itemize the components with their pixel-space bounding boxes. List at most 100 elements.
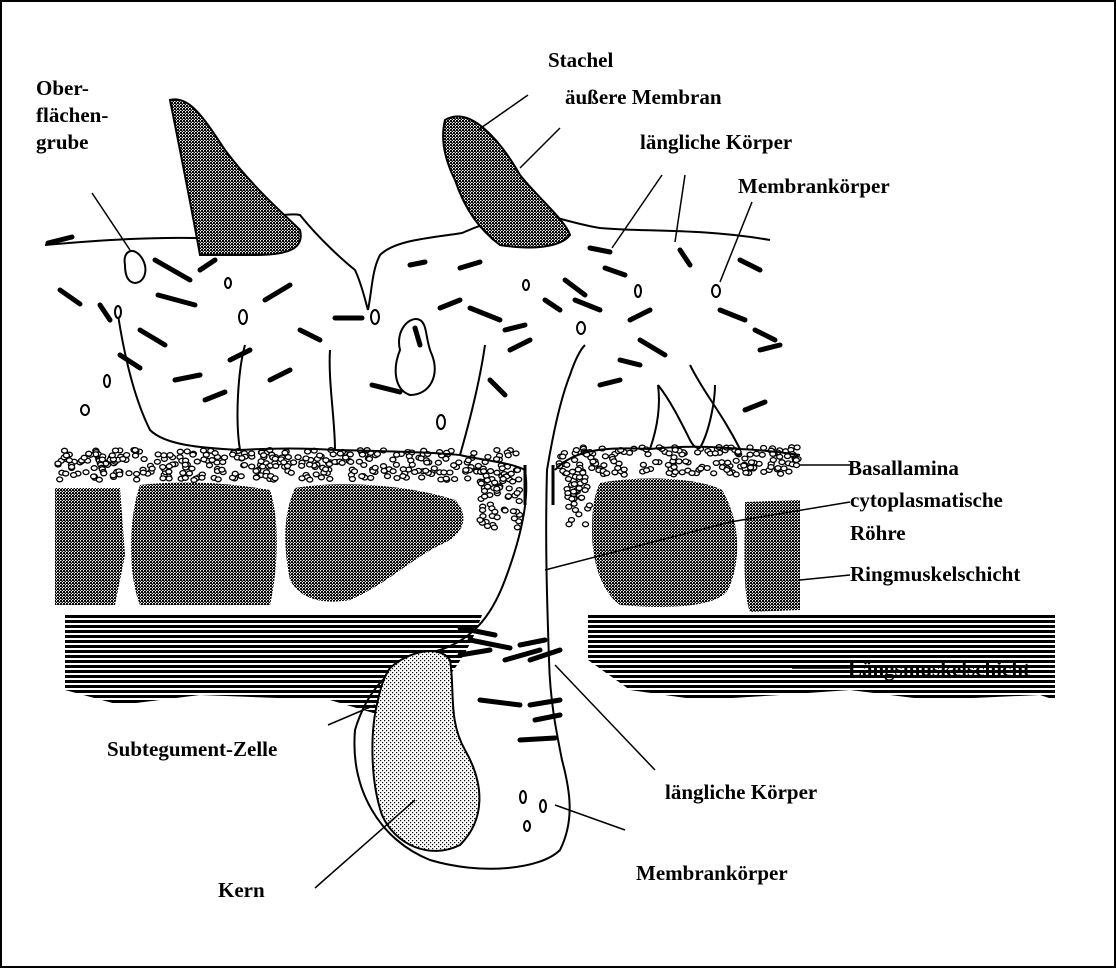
granule: [443, 456, 449, 461]
granule: [571, 482, 577, 487]
granule: [665, 463, 671, 468]
granule: [724, 468, 730, 473]
laengliche-koerper-rod: [158, 295, 195, 305]
granule: [99, 457, 105, 462]
granule: [443, 476, 449, 481]
granule: [323, 458, 329, 463]
granule: [577, 475, 583, 480]
laengliche-koerper-rod: [755, 330, 775, 340]
granule: [194, 459, 200, 464]
laengliche-koerper-rod: [440, 300, 460, 308]
laengliche-koerper-rod: [620, 360, 640, 365]
granule: [492, 509, 498, 514]
granule: [66, 458, 72, 463]
granule: [743, 470, 749, 475]
granule: [794, 445, 800, 450]
granule: [180, 471, 186, 476]
granule: [348, 460, 354, 465]
granule: [260, 464, 266, 469]
granule: [201, 457, 207, 462]
granule: [671, 455, 677, 460]
laengliche-koerper-rod: [740, 260, 760, 270]
granule: [704, 466, 710, 471]
granule: [741, 463, 747, 468]
granule: [506, 494, 512, 499]
granule: [167, 453, 173, 458]
granule: [494, 470, 500, 475]
granule: [713, 461, 719, 466]
laengliche-koerper-rod: [100, 305, 110, 320]
granule: [514, 525, 520, 530]
granule: [644, 468, 650, 473]
granule: [725, 460, 731, 465]
granule: [698, 466, 704, 471]
stachel-spines: [170, 99, 570, 255]
laengliche-koerper-rod: [510, 340, 530, 350]
laengliche-koerper-rod: [720, 310, 745, 320]
granule: [471, 451, 477, 456]
laengliche-koerper-rod: [600, 380, 620, 385]
granule: [177, 449, 183, 454]
granule: [418, 456, 424, 461]
laengliche-koerper-rod: [640, 340, 665, 355]
granule: [779, 460, 785, 465]
granule: [645, 452, 651, 457]
laengliche-koerper-rod: [520, 738, 555, 740]
label-membrankoerper-top: Membrankörper: [738, 174, 890, 198]
granule: [502, 508, 508, 513]
granule: [747, 452, 753, 457]
laengliche-koerper-rod: [605, 268, 625, 275]
granule: [768, 465, 774, 470]
laengliche-koerper-rod: [410, 262, 425, 265]
label-ringmuskelschicht: Ringmuskelschicht: [850, 562, 1020, 586]
granule: [510, 479, 516, 484]
granule: [564, 471, 570, 476]
granule: [273, 464, 279, 469]
granule: [307, 462, 313, 467]
laengliche-koerper-rod: [230, 350, 250, 360]
laengliche-koerper-rod: [565, 280, 585, 295]
granule: [186, 471, 192, 476]
granule: [602, 454, 608, 459]
granule: [394, 476, 400, 481]
granule: [83, 470, 89, 475]
granule: [295, 455, 301, 460]
laengliche-koerper-rod: [175, 375, 200, 380]
laengliche-koerper-rod: [270, 370, 290, 380]
granule: [220, 460, 226, 465]
granule: [359, 474, 365, 479]
granule: [485, 455, 491, 460]
granule: [154, 459, 160, 464]
granule: [368, 476, 374, 481]
laengliche-koerper-rod: [530, 700, 560, 705]
granule: [451, 463, 457, 468]
granule: [494, 448, 500, 453]
granule: [390, 457, 396, 462]
granule: [621, 467, 627, 472]
granule: [199, 475, 205, 480]
granule: [339, 461, 345, 466]
label-laengsmuskelschicht: Längsmuskelschicht: [848, 657, 1030, 681]
granule: [69, 465, 75, 470]
granule: [91, 474, 97, 479]
granule: [485, 484, 491, 489]
granule: [465, 458, 471, 463]
granule: [261, 453, 267, 458]
laengliche-koerper-rod: [630, 310, 650, 320]
laengliche-koerper-rod: [575, 300, 600, 310]
granule: [640, 462, 646, 467]
laengliche-koerper-rod: [490, 380, 505, 395]
granule: [132, 448, 138, 453]
ringmuskelschicht-layer: [55, 479, 800, 612]
granule: [140, 470, 146, 475]
granule: [109, 453, 115, 458]
laengliche-koerper-rod: [480, 700, 520, 705]
label-oberflaechengrube-3: grube: [36, 130, 89, 154]
granule: [63, 453, 69, 458]
granule: [576, 512, 582, 517]
granule: [349, 477, 355, 482]
label-subtegument-zelle: Subtegument-Zelle: [107, 737, 277, 761]
granule: [207, 463, 213, 468]
granule: [215, 477, 221, 482]
